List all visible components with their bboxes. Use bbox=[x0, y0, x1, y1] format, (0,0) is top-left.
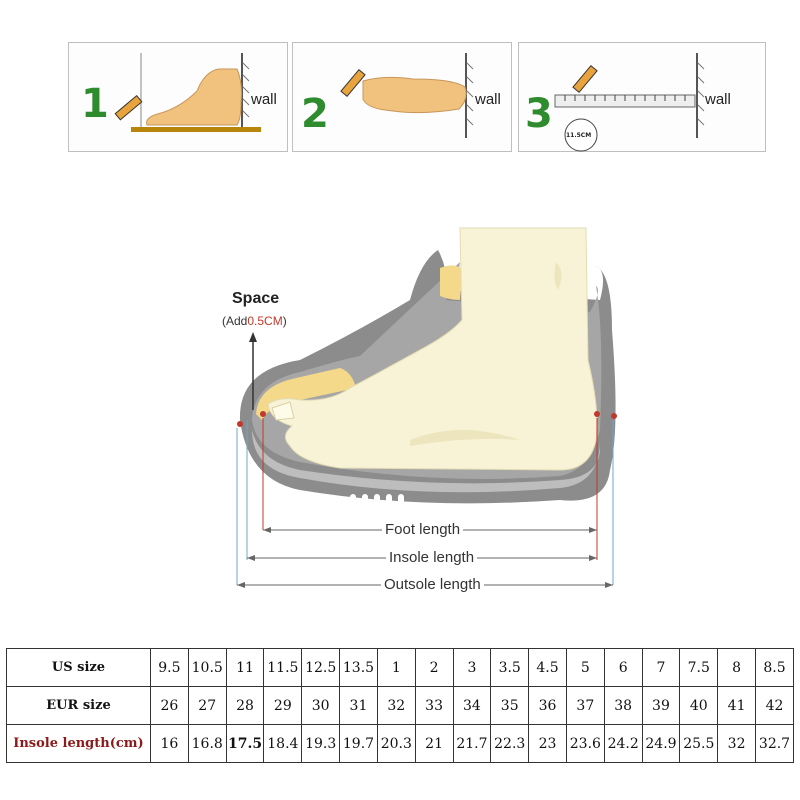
foot-length-label: Foot length bbox=[382, 521, 464, 538]
wall-label: wall bbox=[705, 91, 731, 108]
table-cell: 24.2 bbox=[603, 724, 643, 763]
table-cell: 1 bbox=[376, 648, 416, 687]
table-cell: 19.7 bbox=[339, 724, 378, 763]
table-cell: 18.4 bbox=[263, 724, 303, 763]
table-cell: 19.3 bbox=[301, 724, 341, 763]
foot bbox=[267, 227, 598, 471]
table-cell: 2 bbox=[414, 648, 454, 687]
space-sub-prefix: (Add bbox=[222, 314, 248, 328]
table-cell: 7.5 bbox=[679, 648, 719, 687]
outsole-length-label: Outsole length bbox=[381, 576, 484, 593]
space-subtitle: (Add0.5CM) bbox=[222, 314, 287, 328]
guide-lines-red bbox=[262, 418, 598, 560]
table-cell: 16.8 bbox=[187, 724, 227, 763]
table-cell: 40 bbox=[679, 686, 719, 725]
table-cell: 41 bbox=[717, 686, 756, 725]
table-cell: 32 bbox=[717, 724, 756, 763]
row-header: Insole length(cm) bbox=[6, 724, 151, 763]
table-cell: 34 bbox=[452, 686, 492, 725]
step-number: 2 bbox=[301, 91, 329, 137]
table-cell: 12.5 bbox=[301, 648, 341, 687]
wall-label: wall bbox=[475, 91, 501, 108]
table-cell: 32 bbox=[376, 686, 416, 725]
toe bbox=[271, 401, 295, 421]
table-cell: 4.5 bbox=[528, 648, 567, 687]
table-cell: 29 bbox=[263, 686, 303, 725]
step-panel-1: 1 wall bbox=[68, 42, 288, 152]
table-cell: 13.5 bbox=[339, 648, 378, 687]
arch-shadow bbox=[410, 430, 520, 446]
table-cell: 27 bbox=[187, 686, 227, 725]
table-cell: 10.5 bbox=[187, 648, 227, 687]
table-cell: 5 bbox=[565, 648, 605, 687]
row-header: US size bbox=[6, 648, 151, 687]
row-header: EUR size bbox=[6, 686, 151, 725]
table-cell: 39 bbox=[641, 686, 681, 725]
table-cell: 8.5 bbox=[755, 648, 794, 687]
table-cell: 8 bbox=[717, 648, 756, 687]
ankle-bone bbox=[554, 262, 562, 290]
measure-markers bbox=[237, 411, 617, 427]
space-arrowhead bbox=[249, 332, 257, 342]
insole-length-label: Insole length bbox=[386, 549, 478, 566]
step-3-illustration bbox=[554, 53, 705, 152]
table-cell: 25.5 bbox=[679, 724, 719, 763]
step-number: 1 bbox=[81, 81, 109, 127]
sole-tread bbox=[350, 494, 404, 506]
table-cell: 23 bbox=[528, 724, 567, 763]
space-title: Space bbox=[232, 290, 280, 307]
table-cell: 42 bbox=[755, 686, 794, 725]
table-cell: 21.7 bbox=[452, 724, 492, 763]
step-2-illustration bbox=[340, 53, 474, 138]
table-cell: 17.5 bbox=[225, 724, 265, 763]
table-cell: 21 bbox=[414, 724, 454, 763]
table-cell: 3 bbox=[452, 648, 492, 687]
table-cell: 16 bbox=[150, 724, 189, 763]
table-cell: 23.6 bbox=[565, 724, 605, 763]
sole-band bbox=[252, 430, 600, 493]
table-cell: 32.7 bbox=[755, 724, 794, 763]
table-cell: 24.9 bbox=[641, 724, 681, 763]
table-cell: 37 bbox=[565, 686, 605, 725]
table-cell: 6 bbox=[603, 648, 643, 687]
table-cell: 36 bbox=[528, 686, 567, 725]
shoe-diagram bbox=[236, 227, 617, 588]
wall-label: wall bbox=[251, 91, 277, 108]
table-cell: 33 bbox=[414, 686, 454, 725]
table-cell: 22.3 bbox=[490, 724, 530, 763]
table-cell: 35 bbox=[490, 686, 530, 725]
table-cell: 7 bbox=[641, 648, 681, 687]
heel-cushion bbox=[440, 265, 462, 300]
step-1-illustration bbox=[114, 53, 261, 132]
insole bbox=[256, 368, 356, 420]
space-sub-suffix: ) bbox=[282, 314, 287, 328]
space-sub-value: 0.5CM bbox=[247, 314, 283, 328]
step-panel-3: 3 11.5CM wall bbox=[518, 42, 766, 152]
table-cell: 31 bbox=[339, 686, 378, 725]
table-cell: 11.5 bbox=[263, 648, 303, 687]
guide-lines bbox=[236, 420, 614, 585]
table-cell: 30 bbox=[301, 686, 341, 725]
table-cell: 11 bbox=[225, 648, 265, 687]
table-cell: 38 bbox=[603, 686, 643, 725]
table-cell: 28 bbox=[225, 686, 265, 725]
measurement-note: 11.5CM bbox=[566, 132, 592, 139]
table-cell: 20.3 bbox=[376, 724, 416, 763]
table-cell: 3.5 bbox=[490, 648, 530, 687]
step-number: 3 bbox=[525, 91, 553, 137]
table-cell: 26 bbox=[150, 686, 189, 725]
table-cell: 9.5 bbox=[150, 648, 189, 687]
step-panel-2: 2 wall bbox=[292, 42, 512, 152]
